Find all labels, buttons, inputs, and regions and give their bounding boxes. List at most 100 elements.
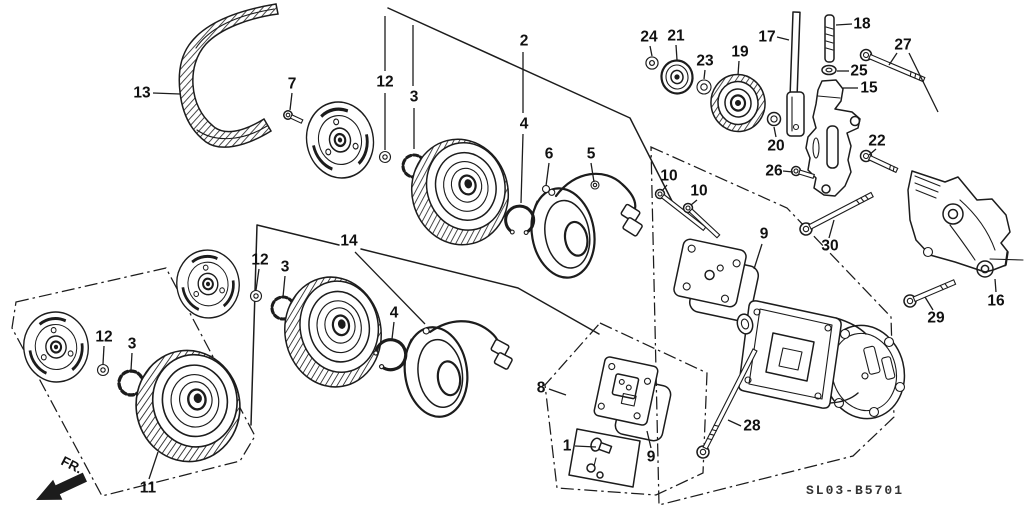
leader-line-20	[773, 126, 777, 138]
leader-line-30	[828, 219, 835, 239]
leader-line-7	[289, 92, 293, 111]
box-group-11	[11, 267, 256, 497]
leader-line-29	[924, 296, 934, 311]
coil-wire-top	[554, 172, 637, 214]
leader-line-3	[130, 352, 133, 371]
part-label-4: 4	[520, 116, 529, 133]
part-label-18: 18	[853, 16, 871, 33]
part-label-3: 3	[128, 336, 137, 353]
field-coil-top	[523, 172, 643, 284]
washer-24	[645, 56, 659, 70]
part-label-27: 27	[894, 37, 911, 54]
bolt-26	[790, 165, 815, 180]
part-label-30: 30	[821, 238, 838, 255]
part-label-2: 2	[520, 33, 529, 50]
drive-belt	[178, 3, 279, 148]
part-label-9: 9	[647, 449, 656, 466]
part-label-19: 19	[731, 44, 749, 61]
washer-25	[821, 64, 837, 76]
leader-line-3	[282, 275, 286, 298]
clutch-pulley-top	[399, 127, 521, 257]
part-label-10: 10	[660, 168, 677, 185]
leader-line-16	[994, 278, 997, 293]
part-label-25: 25	[850, 63, 868, 80]
leader-line-14	[354, 251, 426, 325]
leader-line-8	[548, 388, 567, 396]
leader-line-10	[690, 199, 698, 206]
part-label-7: 7	[288, 76, 297, 93]
leader-line-13	[152, 92, 181, 95]
part-label-28: 28	[743, 418, 761, 435]
part-label-4: 4	[390, 305, 399, 322]
coil-wire-mid	[428, 320, 500, 350]
washer-12-bottom	[96, 363, 110, 377]
compressor-body	[736, 300, 906, 420]
part-label-13: 13	[133, 85, 151, 102]
part-label-14: 14	[340, 233, 358, 250]
part-label-26: 26	[765, 163, 783, 180]
part-label-12: 12	[376, 74, 393, 91]
leader-line-27	[888, 52, 898, 66]
field-coil-mid	[397, 320, 513, 422]
bolt-10-b	[682, 202, 721, 239]
group-panel-lines	[11, 7, 895, 506]
leader-line-17	[776, 36, 790, 41]
leader-line-9	[753, 243, 763, 270]
part-label-3: 3	[281, 259, 290, 276]
clutch-pulley-mid	[275, 268, 391, 396]
part-label-6: 6	[545, 146, 554, 163]
part-label-5: 5	[587, 146, 596, 163]
panel-mid-group-edge	[250, 224, 600, 426]
tensioner-bracket-15	[805, 79, 861, 197]
mount-bracket-16	[907, 170, 1024, 278]
thermal-sensor-1	[586, 437, 613, 479]
bolt-18	[824, 14, 835, 63]
leader-line-12	[102, 345, 105, 365]
clutch-plate-mid	[170, 244, 246, 324]
box-compressor-group	[650, 146, 895, 506]
part-label-12: 12	[95, 329, 112, 346]
leader-line-11	[148, 451, 159, 480]
leader-line-1	[574, 445, 597, 448]
bolt-22	[859, 149, 899, 174]
fr-direction-arrow: FR.	[36, 453, 87, 500]
leader-line-4	[391, 321, 395, 340]
box-group-8	[544, 322, 708, 496]
clutch-pulley-11	[127, 342, 249, 470]
part-label-1: 1	[563, 438, 572, 455]
clutch-plate-top	[297, 94, 383, 186]
leader-line-10	[661, 184, 668, 192]
part-label-12: 12	[251, 252, 268, 269]
leader-line-9	[646, 430, 652, 449]
leader-line-6	[545, 162, 550, 187]
part-label-15: 15	[860, 80, 878, 97]
washer-12-top	[378, 150, 392, 164]
leader-line-26	[782, 170, 794, 173]
leader-line-4	[520, 133, 524, 204]
leader-line-22	[868, 148, 877, 156]
part-label-21: 21	[667, 28, 685, 45]
part-label-11: 11	[140, 480, 157, 497]
part-label-17: 17	[758, 29, 775, 46]
part-label-23: 23	[696, 53, 714, 70]
part-label-8: 8	[537, 380, 546, 397]
pulley-21	[658, 57, 696, 97]
part-label-10: 10	[690, 183, 707, 200]
sensor-sub-box	[568, 428, 641, 488]
leader-line-24	[649, 45, 653, 57]
clutch-plate-bottom	[17, 306, 95, 388]
bolt-7	[283, 110, 304, 124]
thermal-plate-8	[593, 356, 659, 426]
adjust-strap-17	[786, 11, 805, 137]
leader-line-27	[908, 52, 939, 113]
leader-line-28	[727, 419, 742, 427]
part-label-22: 22	[868, 133, 885, 150]
coil-screw-6	[541, 184, 551, 194]
panel-top-group-edge	[387, 7, 674, 204]
idler-pulley-19	[706, 69, 770, 137]
leader-line-23	[703, 69, 706, 80]
washer-23	[696, 79, 712, 95]
leader-line-21	[675, 44, 678, 61]
